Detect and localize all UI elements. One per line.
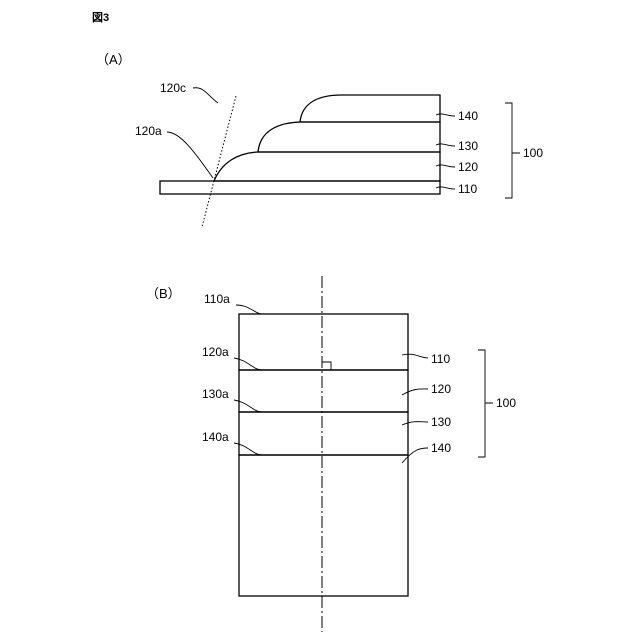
leader-120 (402, 389, 428, 395)
label-110: 110 (431, 352, 450, 366)
label-130a: 130a (202, 387, 229, 401)
leader-110 (436, 187, 455, 189)
leader-130 (436, 144, 455, 146)
panel-b: （B） 110a 120a 130a 140a 110 120 130 140 … (146, 276, 516, 632)
leader-120 (436, 165, 455, 167)
panel-a-label: （A） (96, 52, 131, 67)
right-angle-marker (322, 362, 331, 370)
panel-b-label: （B） (146, 286, 181, 301)
leader-120a (234, 358, 262, 370)
panel-a: （A） 120c 120a 140 130 120 110 100 (96, 52, 543, 227)
label-110a: 110a (204, 292, 230, 306)
layer-140 (239, 455, 408, 596)
label-120a: 120a (202, 345, 229, 359)
label-140a: 140a (202, 430, 229, 444)
leader-110 (402, 354, 428, 358)
label-120a: 120a (135, 124, 162, 138)
leader-130 (402, 422, 428, 425)
label-120c: 120c (160, 81, 186, 95)
layer-130 (258, 122, 440, 152)
leader-140a (234, 443, 262, 455)
leader-120c (193, 88, 218, 103)
label-140: 140 (431, 441, 451, 455)
label-140: 140 (458, 109, 478, 123)
tangent-line-120c (202, 96, 236, 227)
label-110: 110 (458, 182, 477, 196)
leader-140 (436, 114, 455, 116)
layer-140 (300, 95, 440, 122)
label-130: 130 (458, 139, 478, 153)
label-100: 100 (523, 146, 543, 160)
label-100: 100 (496, 396, 516, 410)
leader-130a (234, 400, 262, 412)
layer-110 (160, 181, 440, 194)
figure-label: 図3 (92, 10, 109, 24)
label-120: 120 (431, 382, 451, 396)
layer-130 (239, 412, 408, 455)
label-120: 120 (458, 160, 478, 174)
layer-120 (239, 370, 408, 412)
leader-110a (236, 305, 262, 314)
layer-120 (214, 152, 440, 181)
label-130: 130 (431, 415, 451, 429)
brace-100 (505, 103, 520, 198)
leader-120a (167, 132, 213, 178)
brace-100 (478, 350, 493, 457)
